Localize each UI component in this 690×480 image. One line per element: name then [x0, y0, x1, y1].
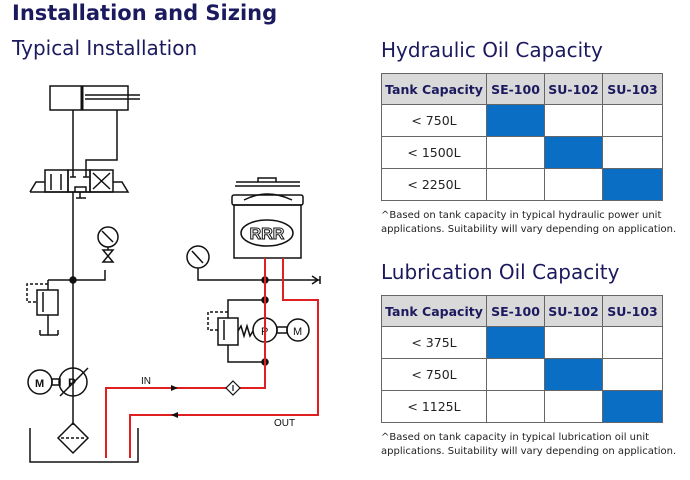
hydraulic-footnote: ^Based on tank capacity in typical hydra…: [381, 210, 677, 235]
filter-symbol: [56, 421, 90, 455]
column-header: SE-100: [486, 73, 545, 105]
match-cell: [486, 104, 545, 137]
pump-right-symbol: P M: [252, 317, 310, 343]
empty-cell: [602, 326, 663, 359]
table-row: < 375L: [381, 326, 663, 359]
lubricator-reservoir: RRR: [231, 177, 304, 259]
pump-left-symbol: P M: [27, 367, 89, 397]
empty-cell: [602, 358, 663, 391]
page-title: Installation and Sizing: [12, 1, 278, 25]
oil-circuit-lines: [105, 258, 319, 458]
relief-valve-symbol: [207, 311, 254, 346]
in-label: IN: [141, 376, 151, 387]
table-row: < 750L: [381, 104, 663, 137]
table-row: < 1500L: [381, 136, 663, 169]
tank-capacity-cell: < 1500L: [381, 136, 487, 169]
empty-cell: [544, 168, 603, 201]
logo-text: RRR: [250, 226, 285, 243]
cylinder-symbol: [49, 85, 140, 111]
match-cell: [544, 136, 603, 169]
table-row: < 2250L: [381, 168, 663, 201]
table-row: < 750L: [381, 358, 663, 391]
lubrication-footnote: ^Based on tank capacity in typical lubri…: [381, 432, 677, 457]
match-cell: [486, 326, 545, 359]
column-header: SE-100: [486, 295, 545, 327]
inline-filter-symbol: [225, 380, 241, 396]
match-cell: [544, 358, 603, 391]
pressure-gauge-icon: [97, 226, 119, 248]
directional-valve-symbol: [29, 169, 130, 199]
motor-label: M: [35, 378, 44, 390]
tank-capacity-cell: < 750L: [381, 104, 487, 137]
column-header: SU-102: [544, 73, 603, 105]
tank-capacity-cell: < 375L: [381, 326, 487, 359]
section-heading-installation: Typical Installation: [12, 36, 198, 60]
empty-cell: [544, 104, 603, 137]
empty-cell: [602, 136, 663, 169]
hydraulic-table-heading: Hydraulic Oil Capacity: [381, 38, 603, 62]
tank-capacity-cell: < 750L: [381, 358, 487, 391]
tank-capacity-cell: < 2250L: [381, 168, 487, 201]
tank-symbol: [29, 428, 139, 463]
table-row: < 1125L: [381, 390, 663, 423]
column-header: Tank Capacity: [381, 295, 487, 327]
empty-cell: [544, 390, 603, 423]
match-cell: [602, 168, 663, 201]
empty-cell: [486, 358, 545, 391]
column-header: Tank Capacity: [381, 73, 487, 105]
empty-cell: [486, 390, 545, 423]
tank-capacity-cell: < 1125L: [381, 390, 487, 423]
empty-cell: [602, 104, 663, 137]
column-header: SU-102: [544, 295, 603, 327]
motor-label: M: [293, 326, 302, 338]
column-header: SU-103: [602, 295, 663, 327]
lubrication-table-heading: Lubrication Oil Capacity: [381, 260, 620, 284]
relief-valve-symbol: [26, 280, 59, 336]
match-cell: [602, 390, 663, 423]
column-header: SU-103: [602, 73, 663, 105]
pressure-gauge-icon: [186, 245, 210, 269]
empty-cell: [486, 168, 545, 201]
out-label: OUT: [274, 418, 295, 429]
empty-cell: [486, 136, 545, 169]
empty-cell: [544, 326, 603, 359]
pump-label: P: [68, 376, 76, 390]
